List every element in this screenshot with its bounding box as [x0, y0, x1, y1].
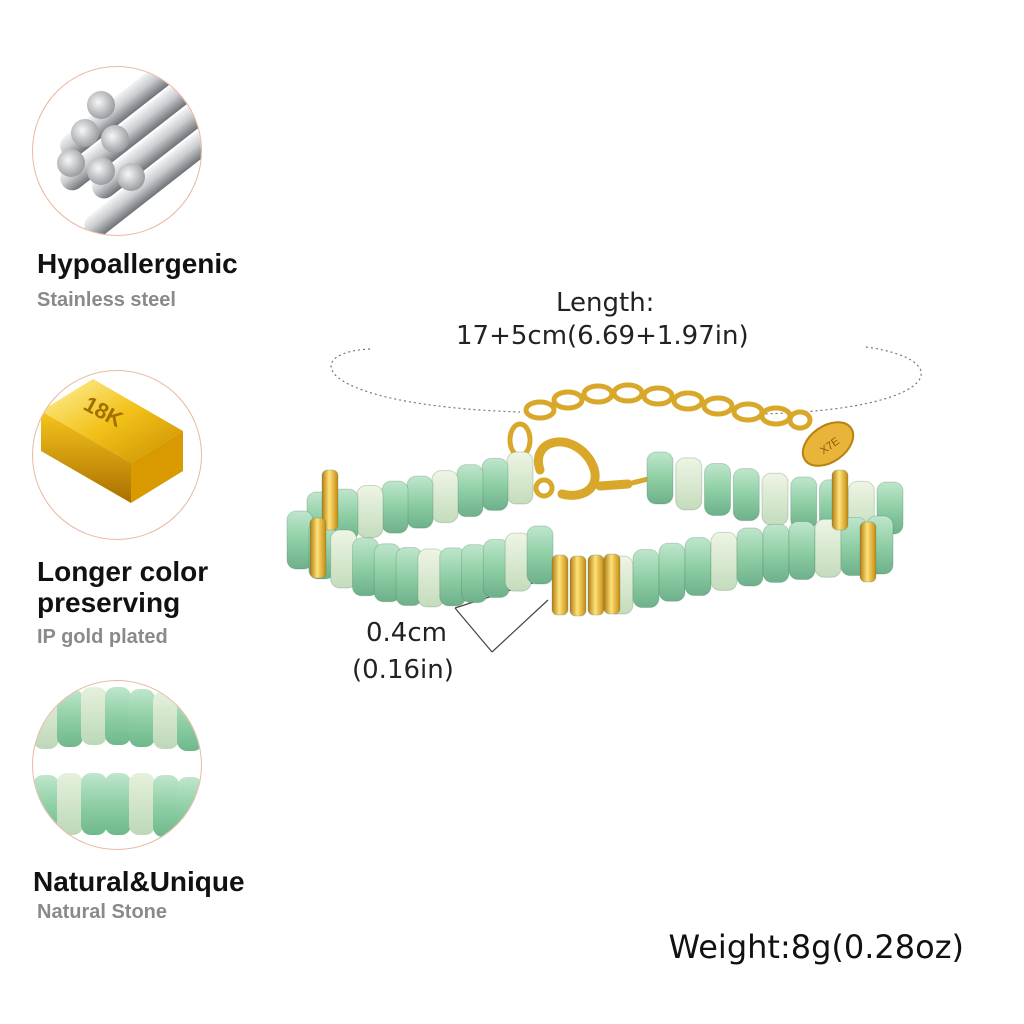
gold-spacer	[569, 555, 587, 617]
bead	[356, 484, 384, 538]
bead	[431, 470, 459, 524]
feature-subtitle-ip-gold-plated: IP gold plated	[37, 626, 168, 648]
bead	[456, 464, 484, 518]
steel-rods-icon	[57, 67, 201, 235]
bead	[736, 527, 764, 587]
length-label: Length:	[556, 288, 655, 318]
bead	[632, 549, 660, 609]
gold-bar-image: 18K	[32, 370, 202, 540]
stone-beads-image	[32, 680, 202, 850]
bead	[646, 451, 674, 505]
lobster-clasp	[533, 437, 633, 500]
bead	[381, 480, 409, 534]
feature-title-natural-unique: Natural&Unique	[33, 866, 245, 897]
weight-label: Weight:8g(0.28oz)	[668, 928, 964, 966]
feature-title-hypoallergenic: Hypoallergenic	[37, 248, 238, 279]
bead	[732, 468, 760, 522]
bead	[704, 462, 731, 516]
length-value: 17+5cm(6.69+1.97in)	[456, 321, 749, 351]
gold-spacer	[321, 469, 339, 531]
steel-rods-image	[32, 66, 202, 236]
stone-beads-icon	[33, 687, 201, 839]
feature-title-longer-color-line2: preserving	[37, 587, 181, 618]
gold-spacer	[587, 554, 605, 616]
bead	[506, 451, 534, 505]
bead	[761, 472, 789, 526]
bead	[481, 457, 509, 511]
bead	[406, 475, 434, 529]
bead	[710, 531, 738, 591]
feature-subtitle-stainless-steel: Stainless steel	[37, 289, 176, 311]
bead	[762, 523, 790, 583]
gold-spacer	[859, 521, 877, 583]
gold-bar-icon	[41, 379, 183, 503]
gold-spacer	[551, 554, 569, 616]
bead	[675, 457, 703, 511]
length-ellipse-line	[330, 346, 922, 415]
bead	[788, 521, 816, 581]
extender-chain	[507, 382, 813, 459]
feature-subtitle-natural-stone: Natural Stone	[37, 901, 168, 923]
bead-width-in: (0.16in)	[352, 655, 454, 685]
bead	[526, 525, 554, 585]
gold-spacer	[831, 469, 849, 531]
bead-width-cm: 0.4cm	[366, 618, 447, 648]
extender-tag: X7E	[801, 421, 855, 467]
bead	[684, 537, 712, 597]
feature-title-longer-color-line1: Longer color	[37, 556, 209, 587]
gold-spacer	[603, 553, 621, 615]
gold-spacer	[309, 517, 327, 579]
bead	[658, 542, 686, 602]
